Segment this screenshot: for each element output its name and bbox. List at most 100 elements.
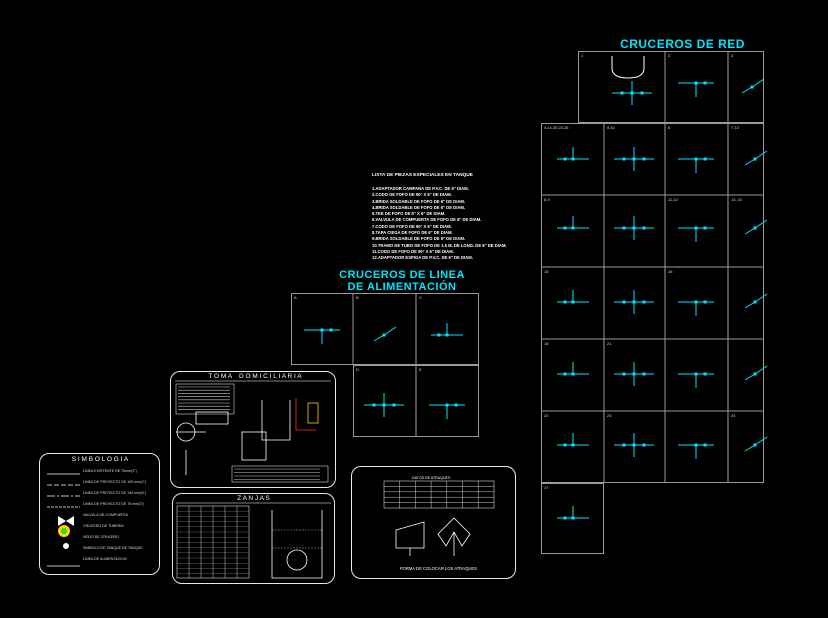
crucero-node [753,443,757,447]
crucero-node [642,157,646,161]
cell-label: E [419,367,422,372]
crucero-node [392,403,396,407]
node-icon [63,543,69,549]
crucero-fitting [557,147,589,161]
crucero-node [622,157,626,161]
crucero-node [620,91,624,95]
atraque-block-1 [395,521,425,549]
lista-item: 7.CODO DE FOFO DE 90° X 6" DE DIAM. [372,223,452,229]
atraques-table [383,480,495,509]
toma-domiciliaria-title: T O M A D O M I C I L I A R I A [208,373,302,380]
crucero-pipe [744,158,756,166]
crucero-fitting [304,328,340,344]
cell-label: 21 [607,341,612,346]
cell-label: C [419,295,422,300]
cell-label: 13, 31 [731,197,743,202]
crucero-node [703,226,707,230]
toma-block [195,411,229,425]
crucero-pipe [754,150,768,160]
crucero-pipe [744,301,756,309]
toma-notes-box [175,383,235,415]
crucero-node [703,81,707,85]
crucero-node [694,226,698,230]
crucero-node [642,226,646,230]
crucero-fitting [557,216,589,230]
cell-label: 17 [544,485,549,490]
crucero-node [703,157,707,161]
crucero-node [694,443,698,447]
crucero-node [632,226,636,230]
crucero-fitting [744,293,768,309]
lista-item: 10.TRAMO DE TUBO DE FOFO DE 1.5 M. DE LO… [372,242,507,248]
simbologia-item: LINEA DE PROYECTO DE 75 mm(3") [83,502,144,506]
crucero-fitting [744,436,768,452]
lista-item: 8.TAPA CIEGA DE FOFO DE 6" DE DIAM. [372,230,453,236]
crucero-node [630,91,634,95]
crucero-node [454,403,458,407]
atraques-caption: FORMA DE COLOCAR LOS ATRAQUES [400,566,477,571]
crucero-fitting [744,365,768,381]
crucero-fitting [431,323,463,337]
crucero-pipe [744,444,756,452]
lista-item: 6.VALVULA DE COMPUERTA DE FOFO DE 6" DE … [372,217,482,223]
crucero-pipe [373,334,385,342]
crucero-node [563,226,567,230]
crucero-node [571,516,575,520]
crucero-node [445,403,449,407]
crucero-node [753,226,757,230]
cell-label: 4,14,20,23,26 [544,125,569,130]
cell-label: A [294,295,297,300]
cruceros-red-grid [541,123,764,483]
crucero-pipe [754,436,768,446]
simbologia-item: SIMBOLO DE TANQUE DE TANQUE [83,546,143,550]
crucero-node [753,157,757,161]
crucero-node [750,85,754,89]
crucero-fitting [557,506,589,520]
toma-legend-box [231,465,329,483]
lista-item: 5.TEE DE FOFO DE 6" X 6" DE DIAM. [372,211,446,217]
lista-item: 11.CODO DE FOFO DE 90° X 6" DE DIAM. [372,248,454,254]
simbologia-item: NODO DE CRUCERO [83,535,119,539]
crucero-fitting [614,290,654,314]
tank-outline [611,56,645,79]
cruceros-linea-title-1: CRUCEROS DE LINEA [339,269,465,281]
crucero-fitting [614,147,654,171]
lista-item: 4.BRIDA SOLDABLE DE FOFO DE 6" DE DIAM. [372,204,466,210]
simbologia-title: S I M B O L O G I A [71,456,129,463]
cell-label: 24 [731,413,736,418]
cell-label: B [356,295,359,300]
crucero-fitting [741,78,765,94]
crucero-node [632,300,636,304]
crucero-node [632,443,636,447]
crucero-node [694,300,698,304]
simbologia-item: LINEA DE ALIMENTACION [83,557,127,561]
crucero-node [372,403,376,407]
crucero-fitting [744,219,768,235]
crucero-node [642,443,646,447]
crucero-node [571,157,575,161]
crucero-node [571,226,575,230]
zanjas-trench [271,510,323,579]
crucero-node [437,333,441,337]
crucero-node [622,443,626,447]
cell-label: 2 [668,53,671,58]
lista-item: 9.BRIDA SOLDABLE DE FOFO DE 6" DE DIAM. [372,236,466,242]
crucero-fitting [744,150,768,166]
crucero-fitting [614,362,654,386]
crucero-node [703,443,707,447]
crucero-node [642,300,646,304]
crucero-fitting [557,290,589,304]
crucero-node [571,443,575,447]
lista-piezas: 1.ADAPTADOR CAMPANA DE P.V.C. DE 6" DIAM… [372,186,507,262]
crucero-node [622,300,626,304]
simbologia-item: VALVULA DE COMPUERTA [83,513,129,517]
crucero-fitting [678,157,714,173]
atraques-panel [351,466,516,579]
toma-base [241,431,267,461]
crucero-node [694,372,698,376]
crucero-fitting [373,326,397,342]
crucero-node [445,333,449,337]
lista-item: 2.CODO DE FOFO DE 90° X 6" DE DIAM. [372,192,452,198]
